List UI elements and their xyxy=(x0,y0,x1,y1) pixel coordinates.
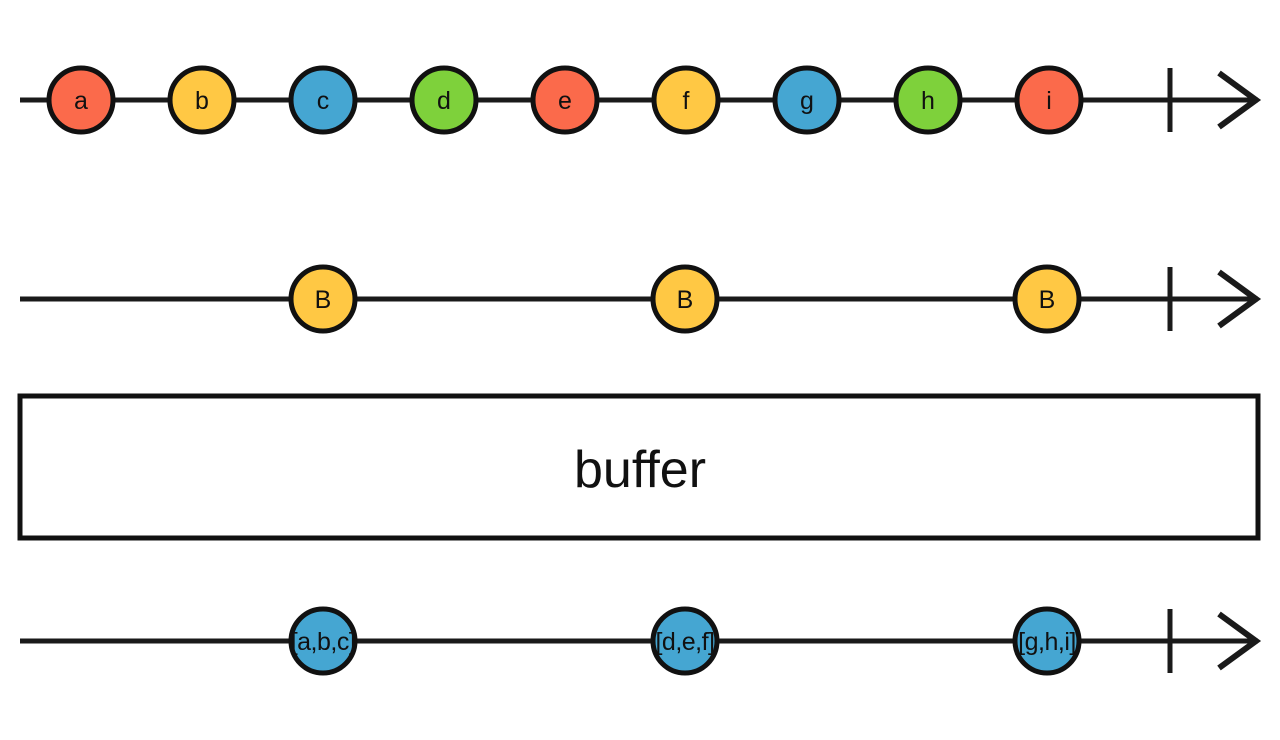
operator-box-rect xyxy=(17,393,1261,541)
marble-e[interactable]: e xyxy=(530,65,600,135)
operator-box: buffer xyxy=(17,393,1261,541)
marble-i-circle[interactable] xyxy=(1014,65,1084,135)
marble-c-label: c xyxy=(317,87,330,115)
output-marble-3-label: [g,h,i] xyxy=(1018,628,1076,656)
output-marble-1[interactable]: [a,b,c] xyxy=(288,606,358,676)
notifier-marble-3-circle[interactable] xyxy=(1012,264,1082,334)
marble-f[interactable]: f xyxy=(651,65,721,135)
operator-box-label: buffer xyxy=(574,441,706,499)
notifier-marble-3[interactable]: B xyxy=(1012,264,1082,334)
marble-c[interactable]: c xyxy=(288,65,358,135)
marble-a-circle[interactable] xyxy=(46,65,116,135)
marble-h[interactable]: h xyxy=(893,65,963,135)
marble-b-label: b xyxy=(195,87,209,115)
notifier-marble-2[interactable]: B xyxy=(650,264,720,334)
notifier-marble-1-label: B xyxy=(315,286,332,314)
marble-c-circle[interactable] xyxy=(288,65,358,135)
marble-g-label: g xyxy=(800,87,814,115)
marble-g[interactable]: g xyxy=(772,65,842,135)
notifier-marble-2-circle[interactable] xyxy=(650,264,720,334)
output-marble-1-circle[interactable] xyxy=(288,606,358,676)
marble-b[interactable]: b xyxy=(167,65,237,135)
source-arrow-head xyxy=(1217,70,1262,130)
marble-i-label: i xyxy=(1046,87,1052,115)
output-marble-2-label: [d,e,f] xyxy=(655,628,714,656)
marble-h-label: h xyxy=(921,87,935,115)
marble-h-circle[interactable] xyxy=(893,65,963,135)
notifier-marble-1[interactable]: B xyxy=(288,264,358,334)
marble-f-circle[interactable] xyxy=(651,65,721,135)
output-marble-2[interactable]: [d,e,f] xyxy=(650,606,720,676)
notifier-arrow-head xyxy=(1217,269,1262,329)
marble-e-circle[interactable] xyxy=(530,65,600,135)
closing-notifier-stream: B B B xyxy=(20,264,1262,334)
notifier-marble-1-circle[interactable] xyxy=(288,264,358,334)
output-marble-2-circle[interactable] xyxy=(650,606,720,676)
marble-a[interactable]: a xyxy=(46,65,116,135)
output-marble-1-label: [a,b,c] xyxy=(291,628,356,656)
marble-e-label: e xyxy=(558,87,572,115)
marble-d[interactable]: d xyxy=(409,65,479,135)
marble-g-circle[interactable] xyxy=(772,65,842,135)
output-arrow-head xyxy=(1217,611,1262,671)
marble-i[interactable]: i xyxy=(1014,65,1084,135)
source-stream: a b c d e f g xyxy=(20,65,1262,135)
marble-b-circle[interactable] xyxy=(167,65,237,135)
output-marble-3-circle[interactable] xyxy=(1012,606,1082,676)
output-stream: [a,b,c] [d,e,f] [g,h,i] xyxy=(20,606,1262,676)
marble-d-circle[interactable] xyxy=(409,65,479,135)
output-marble-3[interactable]: [g,h,i] xyxy=(1012,606,1082,676)
marble-d-label: d xyxy=(437,87,451,115)
marble-a-label: a xyxy=(74,87,88,115)
marble-f-label: f xyxy=(683,87,690,115)
notifier-marble-2-label: B xyxy=(677,286,694,314)
notifier-marble-3-label: B xyxy=(1039,286,1056,314)
